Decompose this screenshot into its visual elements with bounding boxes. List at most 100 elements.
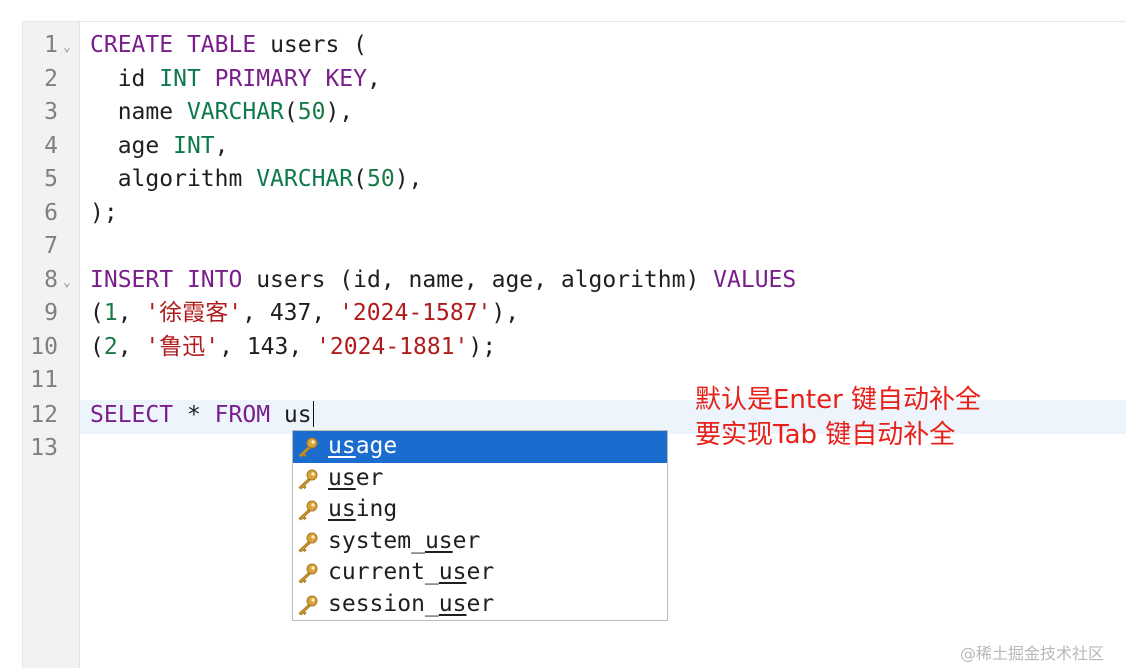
- code-line-1[interactable]: 1 ⌄ CREATE TABLE users (: [0, 29, 1126, 63]
- number: 1: [103, 300, 118, 326]
- punctuation: ,: [288, 333, 317, 360]
- autocomplete-item[interactable]: current_user: [293, 557, 667, 589]
- code-line-13[interactable]: 13: [0, 432, 1126, 466]
- code-line-9[interactable]: 9 (1, '徐霞客', 437, '2024-1587'),: [0, 297, 1126, 331]
- code-line-10[interactable]: 10 (2, '鲁迅', 143, '2024-1881');: [0, 331, 1126, 365]
- punctuation: ,: [117, 300, 146, 326]
- label-suffix: er: [466, 559, 495, 586]
- type: VARCHAR: [256, 166, 354, 192]
- punctuation: (: [353, 166, 367, 192]
- editor-left-border: [22, 21, 23, 668]
- line-number: 1: [44, 32, 58, 58]
- line-number: 12: [30, 402, 58, 428]
- fold-toggle-icon[interactable]: ⌄: [63, 274, 71, 290]
- punctuation: ,: [367, 65, 381, 92]
- string-literal: '2024-1881': [316, 333, 469, 360]
- key-icon: [296, 468, 320, 490]
- label-match: us: [328, 433, 356, 459]
- label-suffix: er: [452, 527, 481, 554]
- punctuation: (: [283, 99, 298, 125]
- autocomplete-item[interactable]: usage: [293, 431, 667, 463]
- autocomplete-item[interactable]: using: [293, 494, 667, 526]
- label-suffix: er: [355, 464, 384, 491]
- autocomplete-item[interactable]: user: [293, 463, 667, 495]
- code-line-8[interactable]: 8 ⌄ INSERT INTO users (id, name, age, al…: [0, 264, 1126, 298]
- line-number: 6: [44, 199, 58, 226]
- fold-toggle-icon[interactable]: ⌄: [63, 40, 71, 55]
- identifier: users (id, name, age, algorithm): [256, 266, 700, 293]
- line-number: 3: [44, 99, 58, 125]
- label-match: us: [328, 496, 356, 523]
- code-line-4[interactable]: 4 age INT,: [0, 130, 1126, 164]
- text-cursor: [312, 400, 315, 427]
- annotation-line-1: 默认是Enter 键自动补全: [695, 385, 982, 415]
- label-prefix: current_: [328, 559, 439, 586]
- label-suffix: er: [466, 590, 495, 617]
- code-line-12[interactable]: 12 SELECT * FROM us: [0, 399, 1126, 433]
- string-literal: '徐霞客': [145, 300, 243, 326]
- number: 437: [269, 300, 312, 326]
- label-suffix: age: [355, 433, 398, 459]
- punctuation: ),: [325, 99, 354, 125]
- autocomplete-item-label: usage: [328, 431, 397, 463]
- keyword: PRIMARY KEY: [214, 65, 367, 92]
- punctuation: ,: [219, 333, 247, 360]
- punctuation: (: [90, 300, 104, 326]
- key-icon: [296, 562, 320, 584]
- code-line-3[interactable]: 3 name VARCHAR(50),: [0, 96, 1126, 130]
- identifier: users: [270, 32, 340, 58]
- keyword: SELECT: [90, 402, 174, 428]
- label-prefix: system_: [328, 527, 425, 554]
- code-text: );: [90, 199, 118, 226]
- editor-top-border: [22, 21, 1126, 22]
- number: 143: [246, 333, 289, 360]
- line-number: 5: [44, 166, 58, 192]
- line-number: 4: [44, 132, 58, 159]
- identifier: name: [117, 99, 174, 125]
- keyword: INSERT: [90, 266, 174, 293]
- string-literal: '鲁迅': [145, 333, 220, 360]
- code-text: id INT PRIMARY KEY,: [90, 63, 381, 97]
- autocomplete-item-label: system_user: [328, 526, 480, 558]
- punctuation: (: [90, 333, 104, 360]
- label-prefix: session_: [328, 590, 439, 617]
- autocomplete-item-label: using: [328, 494, 397, 526]
- key-icon: [296, 531, 320, 553]
- number: 50: [297, 99, 326, 125]
- code-line-2[interactable]: 2 id INT PRIMARY KEY,: [0, 63, 1126, 97]
- identifier: age: [117, 132, 160, 159]
- type: VARCHAR: [186, 99, 284, 125]
- code-text: CREATE TABLE users (: [90, 29, 367, 63]
- autocomplete-item[interactable]: system_user: [293, 526, 667, 558]
- label-suffix: ing: [355, 496, 398, 523]
- number: 2: [103, 333, 118, 360]
- autocomplete-item-label: current_user: [328, 557, 494, 589]
- line-number: 13: [30, 435, 58, 461]
- punctuation: ,: [242, 300, 270, 326]
- punctuation: ,: [214, 132, 229, 159]
- annotation-line-2: 要实现Tab 键自动补全: [695, 420, 956, 450]
- keyword: VALUES: [713, 266, 797, 293]
- code-line-5[interactable]: 5 algorithm VARCHAR(50),: [0, 163, 1126, 197]
- code-line-11[interactable]: 11: [0, 364, 1126, 398]
- line-number: 8: [44, 266, 58, 293]
- keyword: TABLE: [186, 32, 257, 58]
- operator: *: [186, 402, 201, 428]
- punctuation: );: [468, 333, 497, 360]
- type: INT: [159, 65, 201, 92]
- autocomplete-item-label: user: [328, 463, 383, 495]
- code-text: INSERT INTO users (id, name, age, algori…: [90, 264, 796, 298]
- code-line-6[interactable]: 6 );: [0, 197, 1126, 231]
- line-number: 2: [44, 65, 58, 92]
- autocomplete-item-label: session_user: [328, 589, 494, 621]
- code-text: name VARCHAR(50),: [90, 96, 353, 130]
- code-text: (2, '鲁迅', 143, '2024-1881');: [90, 331, 496, 365]
- autocomplete-item[interactable]: session_user: [293, 589, 667, 621]
- punctuation: ,: [311, 300, 340, 326]
- watermark: @稀土掘金技术社区: [960, 644, 1105, 663]
- code-line-7[interactable]: 7: [0, 230, 1126, 264]
- current-line-highlight: [80, 400, 1126, 434]
- key-icon: [296, 436, 320, 458]
